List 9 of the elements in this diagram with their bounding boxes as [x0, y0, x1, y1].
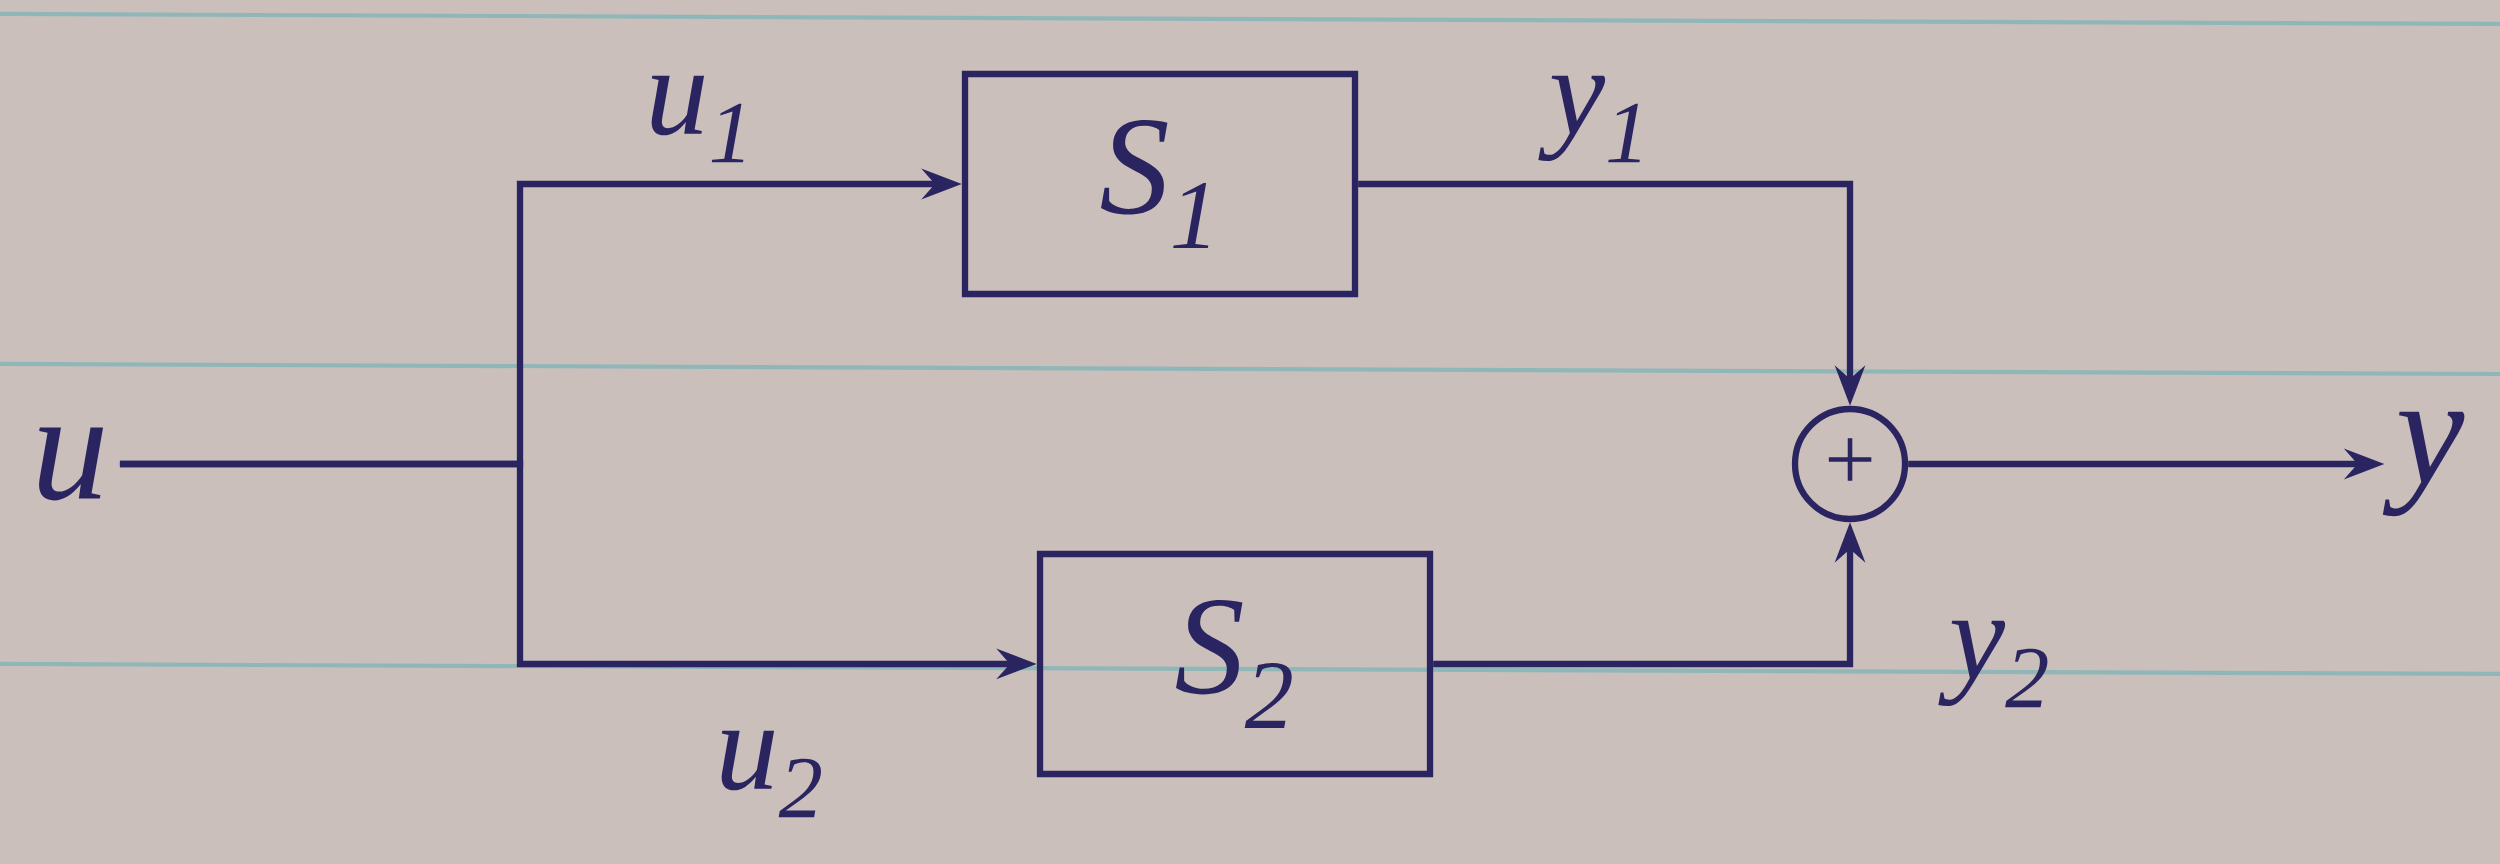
system-block: S$_{1}$	[961, 70, 1359, 298]
edge-label: y$_{1}$	[1538, 75, 1640, 163]
signal-label: u	[39, 427, 104, 501]
edge-label: u$_{2}$	[721, 730, 821, 818]
edge-label: u$_{1}$	[651, 75, 744, 163]
system-block: S$_{2}$	[1036, 550, 1434, 778]
edge-label: y$_{2}$	[1938, 620, 2048, 708]
signal-label: y	[2382, 411, 2465, 517]
summing-junction: +	[1791, 405, 1909, 523]
